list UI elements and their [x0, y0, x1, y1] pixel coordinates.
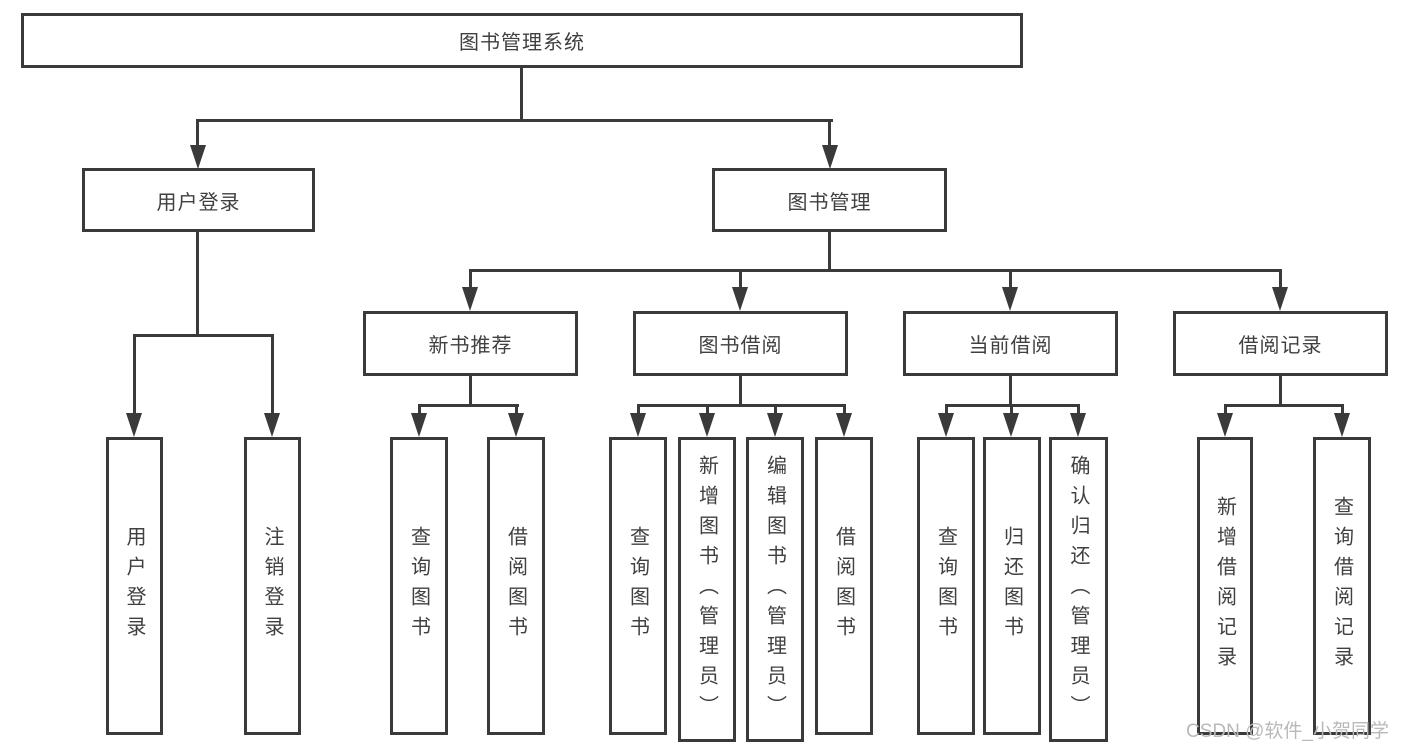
- connector-nb-query: [418, 404, 421, 418]
- leaf-logout-label: 注销登录: [261, 526, 283, 646]
- connector-book-management-split: [469, 269, 1282, 272]
- leaf-br-query-record-label: 查询借阅记录: [1330, 496, 1353, 676]
- connector-book-management-stem: [828, 231, 831, 272]
- connector-to-book-borrowing: [739, 269, 742, 291]
- leaf-br-query-record: 查询借阅记录: [1313, 437, 1371, 735]
- connector-nb-borrow: [515, 404, 518, 418]
- leaf-bb-add-book-admin: 新增图书（管理员）: [678, 437, 736, 742]
- arrowhead-bb-borrow: [836, 413, 852, 437]
- arrowhead-bb-query: [630, 413, 646, 437]
- leaf-nb-query-books: 查询图书: [390, 437, 448, 735]
- leaf-br-add-record: 新增借阅记录: [1197, 437, 1253, 735]
- arrowhead-user-login: [190, 145, 206, 169]
- connector-to-leaf-user-login: [133, 334, 136, 416]
- arrowhead-br-add: [1217, 413, 1233, 437]
- connector-new-book-stem: [469, 374, 472, 406]
- arrowhead-nb-borrow: [508, 413, 524, 437]
- connector-borrowing-records-split: [1224, 404, 1344, 407]
- connector-root-split: [196, 119, 833, 122]
- connector-to-current-borrowing: [1009, 269, 1012, 291]
- node-current-borrowing: 当前借阅: [903, 311, 1118, 376]
- connector-bb-query: [637, 404, 640, 418]
- leaf-nb-borrow-books-label: 借阅图书: [504, 526, 527, 646]
- node-book-management: 图书管理: [712, 168, 947, 232]
- connector-cb-return: [1010, 404, 1013, 418]
- arrowhead-bb-add: [699, 413, 715, 437]
- leaf-cb-confirm-return-admin-label: 确认归还（管理员）: [1067, 454, 1089, 725]
- leaf-bb-borrow-books-label: 借阅图书: [832, 526, 855, 646]
- arrowhead-current-borrowing: [1002, 287, 1018, 311]
- arrowhead-borrowing-records: [1272, 287, 1288, 311]
- leaf-br-add-record-label: 新增借阅记录: [1213, 496, 1236, 676]
- connector-cb-query: [945, 404, 948, 418]
- arrowhead-book-management: [822, 145, 838, 169]
- connector-borrowing-records-stem: [1279, 374, 1282, 406]
- arrowhead-leaf-logout: [264, 413, 280, 437]
- connector-root-stem: [520, 67, 523, 122]
- leaf-bb-query-books: 查询图书: [609, 437, 667, 735]
- connector-br-query: [1341, 404, 1344, 418]
- arrowhead-cb-confirm: [1070, 413, 1086, 437]
- node-new-book-recommendation: 新书推荐: [363, 311, 578, 376]
- connector-user-login-split: [133, 334, 274, 337]
- node-book-borrowing: 图书借阅: [633, 311, 848, 376]
- node-library-system: 图书管理系统: [21, 13, 1023, 68]
- leaf-user-login: 用户登录: [106, 437, 163, 735]
- arrowhead-leaf-user-login: [126, 413, 142, 437]
- node-user-login: 用户登录: [82, 168, 315, 232]
- leaf-logout: 注销登录: [244, 437, 301, 735]
- arrowhead-book-borrowing: [732, 287, 748, 311]
- connector-bb-add: [706, 404, 709, 418]
- arrowhead-br-query: [1334, 413, 1350, 437]
- connector-bb-borrow: [843, 404, 846, 418]
- connector-book-borrowing-stem: [739, 374, 742, 406]
- connector-book-borrowing-split: [637, 404, 846, 407]
- connector-user-login-stem: [196, 231, 199, 336]
- leaf-bb-edit-book-admin: 编辑图书（管理员）: [746, 437, 804, 742]
- connector-bb-edit: [774, 404, 777, 418]
- leaf-cb-return-book: 归还图书: [983, 437, 1041, 735]
- leaf-nb-borrow-books: 借阅图书: [487, 437, 545, 735]
- connector-br-add: [1224, 404, 1227, 418]
- node-borrowing-records: 借阅记录: [1173, 311, 1388, 376]
- leaf-cb-query-books: 查询图书: [917, 437, 975, 735]
- leaf-cb-query-books-label: 查询图书: [934, 526, 957, 646]
- connector-to-book-management: [828, 119, 831, 149]
- csdn-watermark: CSDN @软件_小贺同学: [1186, 721, 1389, 742]
- leaf-bb-add-book-admin-label: 新增图书（管理员）: [695, 454, 718, 725]
- leaf-cb-return-book-label: 归还图书: [1000, 526, 1023, 646]
- arrowhead-cb-query: [938, 413, 954, 437]
- connector-to-new-book: [469, 269, 472, 291]
- connector-current-borrowing-stem: [1009, 374, 1012, 406]
- connector-to-borrowing-records: [1279, 269, 1282, 291]
- connector-to-user-login: [196, 119, 199, 149]
- leaf-bb-query-books-label: 查询图书: [626, 526, 649, 646]
- leaf-bb-edit-book-admin-label: 编辑图书（管理员）: [763, 454, 786, 725]
- arrowhead-bb-edit: [767, 413, 783, 437]
- leaf-nb-query-books-label: 查询图书: [407, 526, 430, 646]
- arrowhead-cb-return: [1003, 413, 1019, 437]
- arrowhead-new-book: [462, 287, 478, 311]
- arrowhead-nb-query: [411, 413, 427, 437]
- connector-cb-confirm: [1077, 404, 1080, 418]
- connector-new-book-split: [418, 404, 519, 407]
- leaf-user-login-label: 用户登录: [123, 526, 145, 646]
- leaf-bb-borrow-books: 借阅图书: [815, 437, 873, 735]
- leaf-cb-confirm-return-admin: 确认归还（管理员）: [1049, 437, 1108, 742]
- connector-to-leaf-logout: [271, 334, 274, 416]
